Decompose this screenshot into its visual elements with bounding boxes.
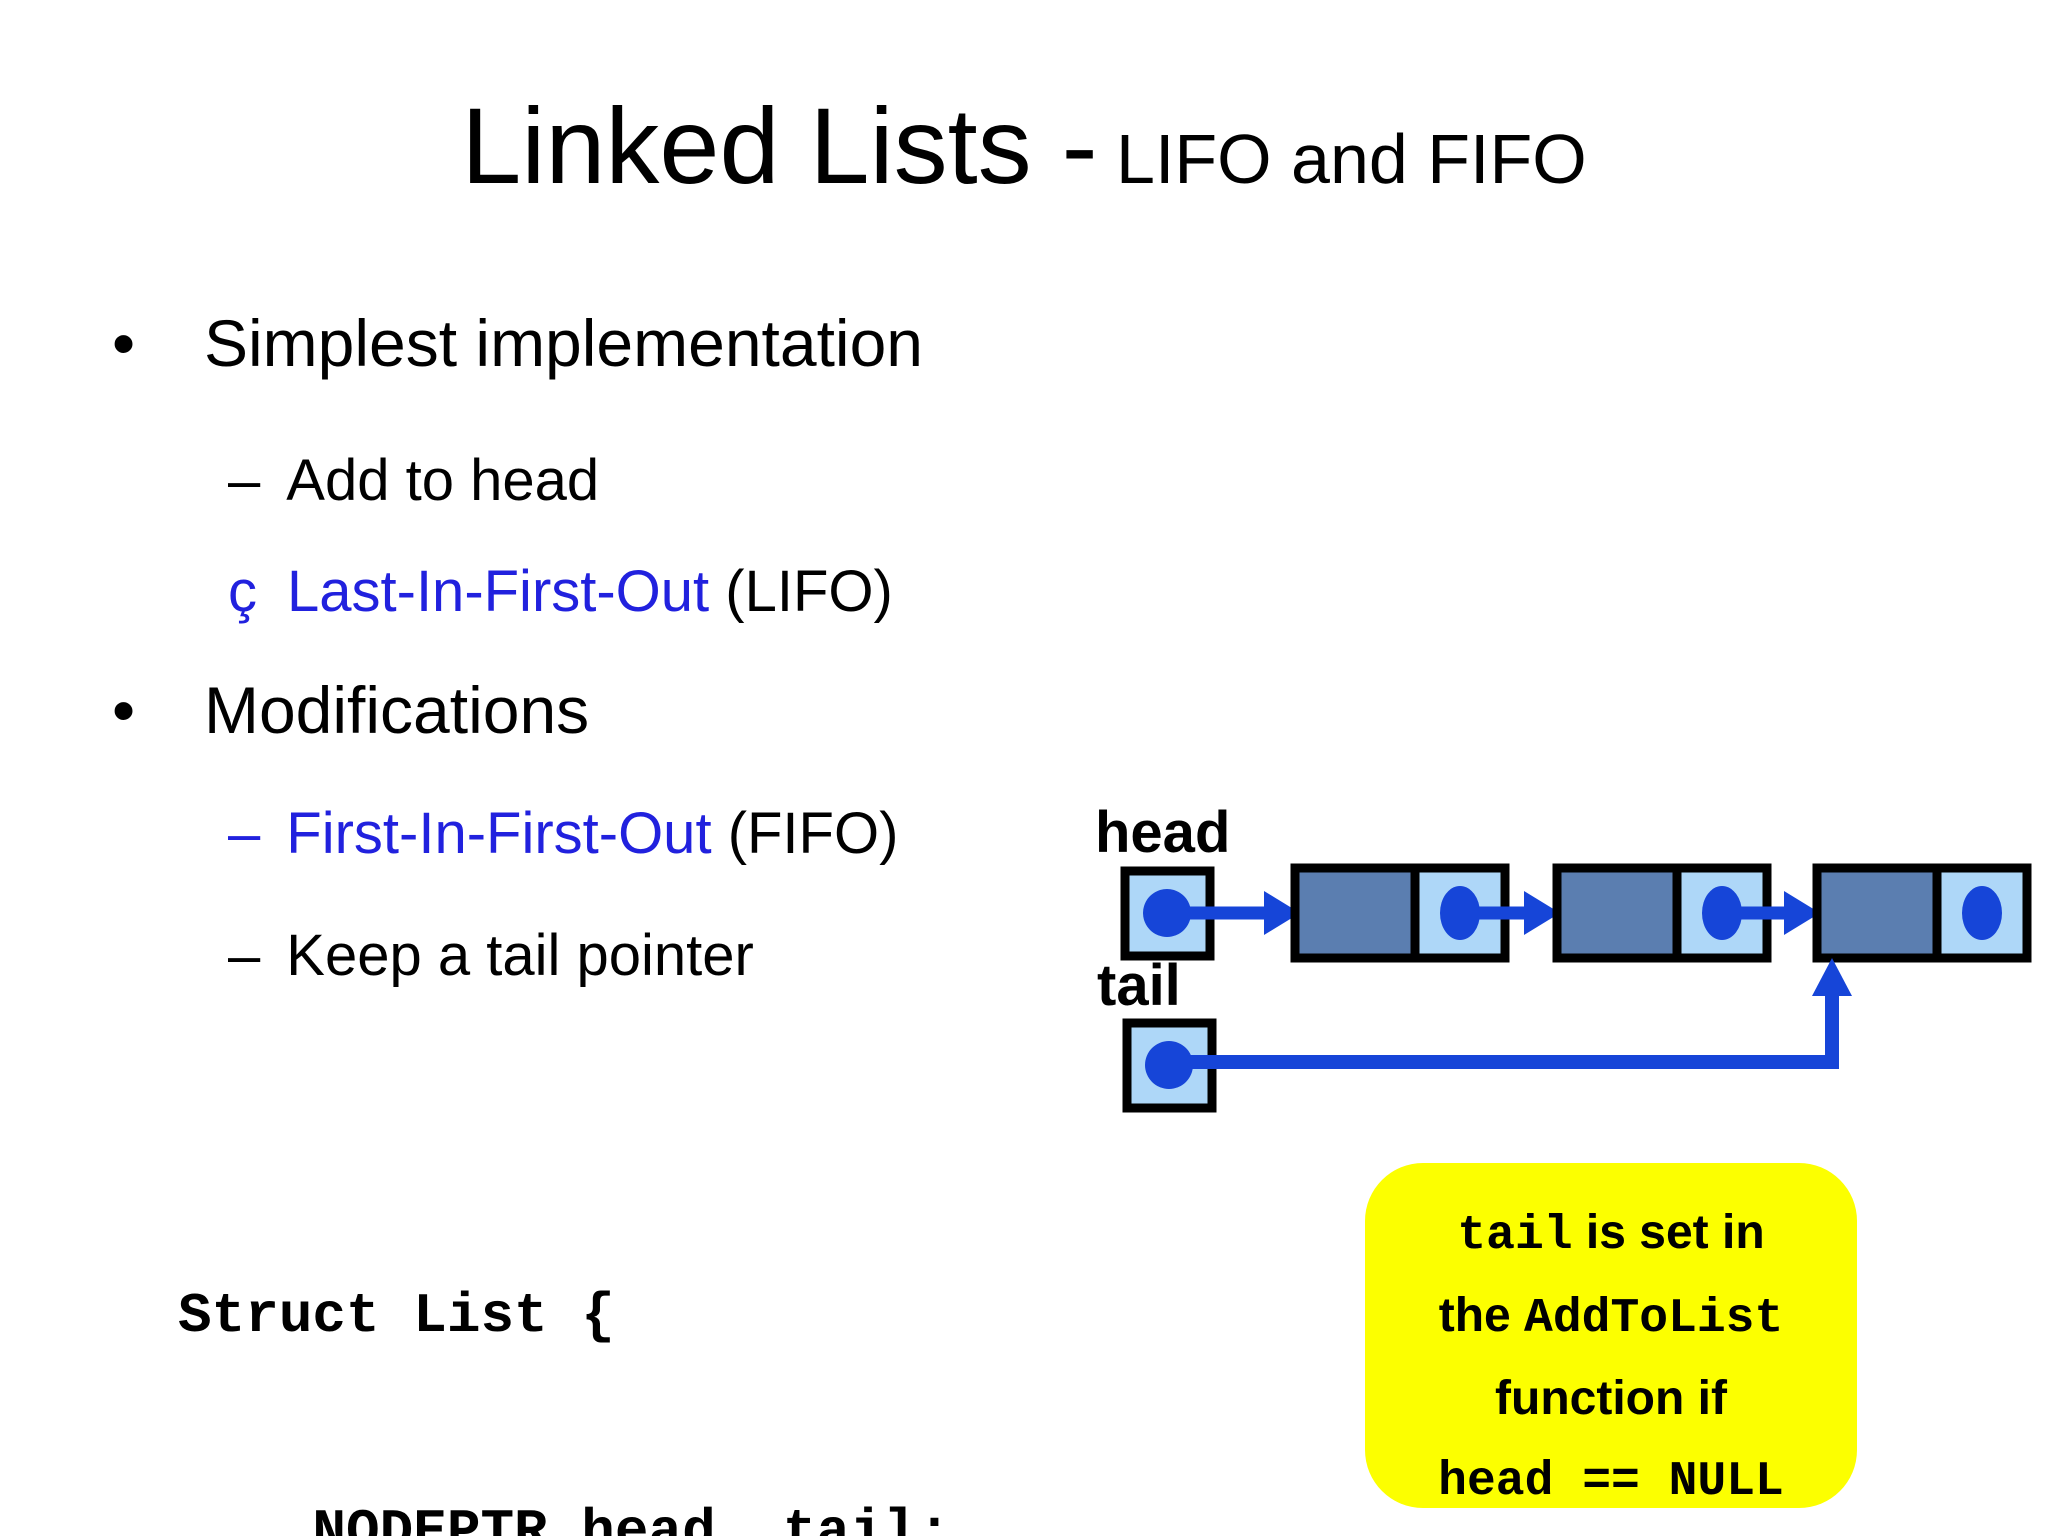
dash: – xyxy=(228,801,261,866)
node1-data-box xyxy=(1290,863,1420,963)
callout-line3-text: function if xyxy=(1495,1372,1727,1425)
lifo-paren-text: (LIFO) xyxy=(725,559,893,624)
bullet2-text: Modifications xyxy=(204,673,590,747)
callout-line-3: function if xyxy=(1365,1359,1857,1439)
bullet-modifications: • Modifications xyxy=(112,672,589,748)
bullet-marker: • xyxy=(112,673,136,747)
dash: – xyxy=(228,923,261,988)
fifo-blue-text: First-In-First-Out xyxy=(286,801,712,866)
callout-line-4: head == NULL xyxy=(1365,1439,1857,1522)
line-fifo: –First-In-First-Out (FIFO) xyxy=(228,800,898,867)
sub-bullet-tail-pointer: –Keep a tail pointer xyxy=(228,922,754,989)
bullet-marker: • xyxy=(112,306,136,380)
sub-bullet2-text: Keep a tail pointer xyxy=(286,923,754,988)
lifo-blue-text: Last-In-First-Out xyxy=(287,559,710,624)
code-line-2: NODEPTR head, tail; xyxy=(178,1500,951,1536)
node1-pointer-dot xyxy=(1440,886,1480,940)
fifo-paren-text: (FIFO) xyxy=(727,801,899,866)
callout-head-null-code: head == NULL xyxy=(1438,1455,1784,1509)
arrowhead-node3 xyxy=(1784,891,1820,935)
callout-line1-text: is set in xyxy=(1572,1206,1765,1259)
tail-connector-line xyxy=(1169,994,1839,1069)
head-pointer-label: head xyxy=(1095,800,1230,865)
sub-bullet-add-to-head: –Add to head xyxy=(228,447,599,514)
bullet-simplest-implementation: • Simplest implementation xyxy=(112,305,923,381)
sub-bullet1-text: Add to head xyxy=(286,448,600,513)
dash: – xyxy=(228,448,261,513)
node3-pointer-dot xyxy=(1962,886,2002,940)
title-subtitle: LIFO and FIFO xyxy=(1116,120,1587,198)
node2-data-box xyxy=(1552,863,1682,963)
code-struct-list: Struct List { NODEPTR head, tail; }; xyxy=(178,1136,951,1536)
callout-line2-text: the xyxy=(1438,1289,1525,1342)
arrowhead-tail-to-node3 xyxy=(1812,958,1852,996)
tail-pointer-label: tail xyxy=(1097,953,1181,1018)
linked-list-diagram: head tail xyxy=(1095,800,2032,1113)
arrowhead-node1 xyxy=(1264,891,1300,935)
callout-tail-code: tail xyxy=(1457,1209,1573,1263)
arrow-symbol: ç xyxy=(228,559,257,624)
fifo-spacer xyxy=(712,801,728,866)
callout-tail-note: tail is set in the AddToList function if… xyxy=(1365,1163,1857,1509)
callout-addtolist-code: AddToList xyxy=(1524,1292,1784,1346)
arrowhead-node2 xyxy=(1524,891,1560,935)
lifo-suffix xyxy=(709,559,725,624)
line-lifo: ç Last-In-First-Out (LIFO) xyxy=(228,558,893,625)
code-line-1: Struct List { xyxy=(178,1284,615,1348)
title-main: Linked Lists - xyxy=(461,85,1098,206)
callout-line-2: the AddToList xyxy=(1365,1276,1857,1359)
node2-pointer-dot xyxy=(1702,886,1742,940)
callout-line-1: tail is set in xyxy=(1365,1193,1857,1276)
slide-title: Linked Lists - LIFO and FIFO xyxy=(0,78,2048,213)
node3-data-box xyxy=(1812,863,1942,963)
bullet1-text: Simplest implementation xyxy=(204,306,923,380)
head-pointer-dot xyxy=(1143,889,1191,937)
